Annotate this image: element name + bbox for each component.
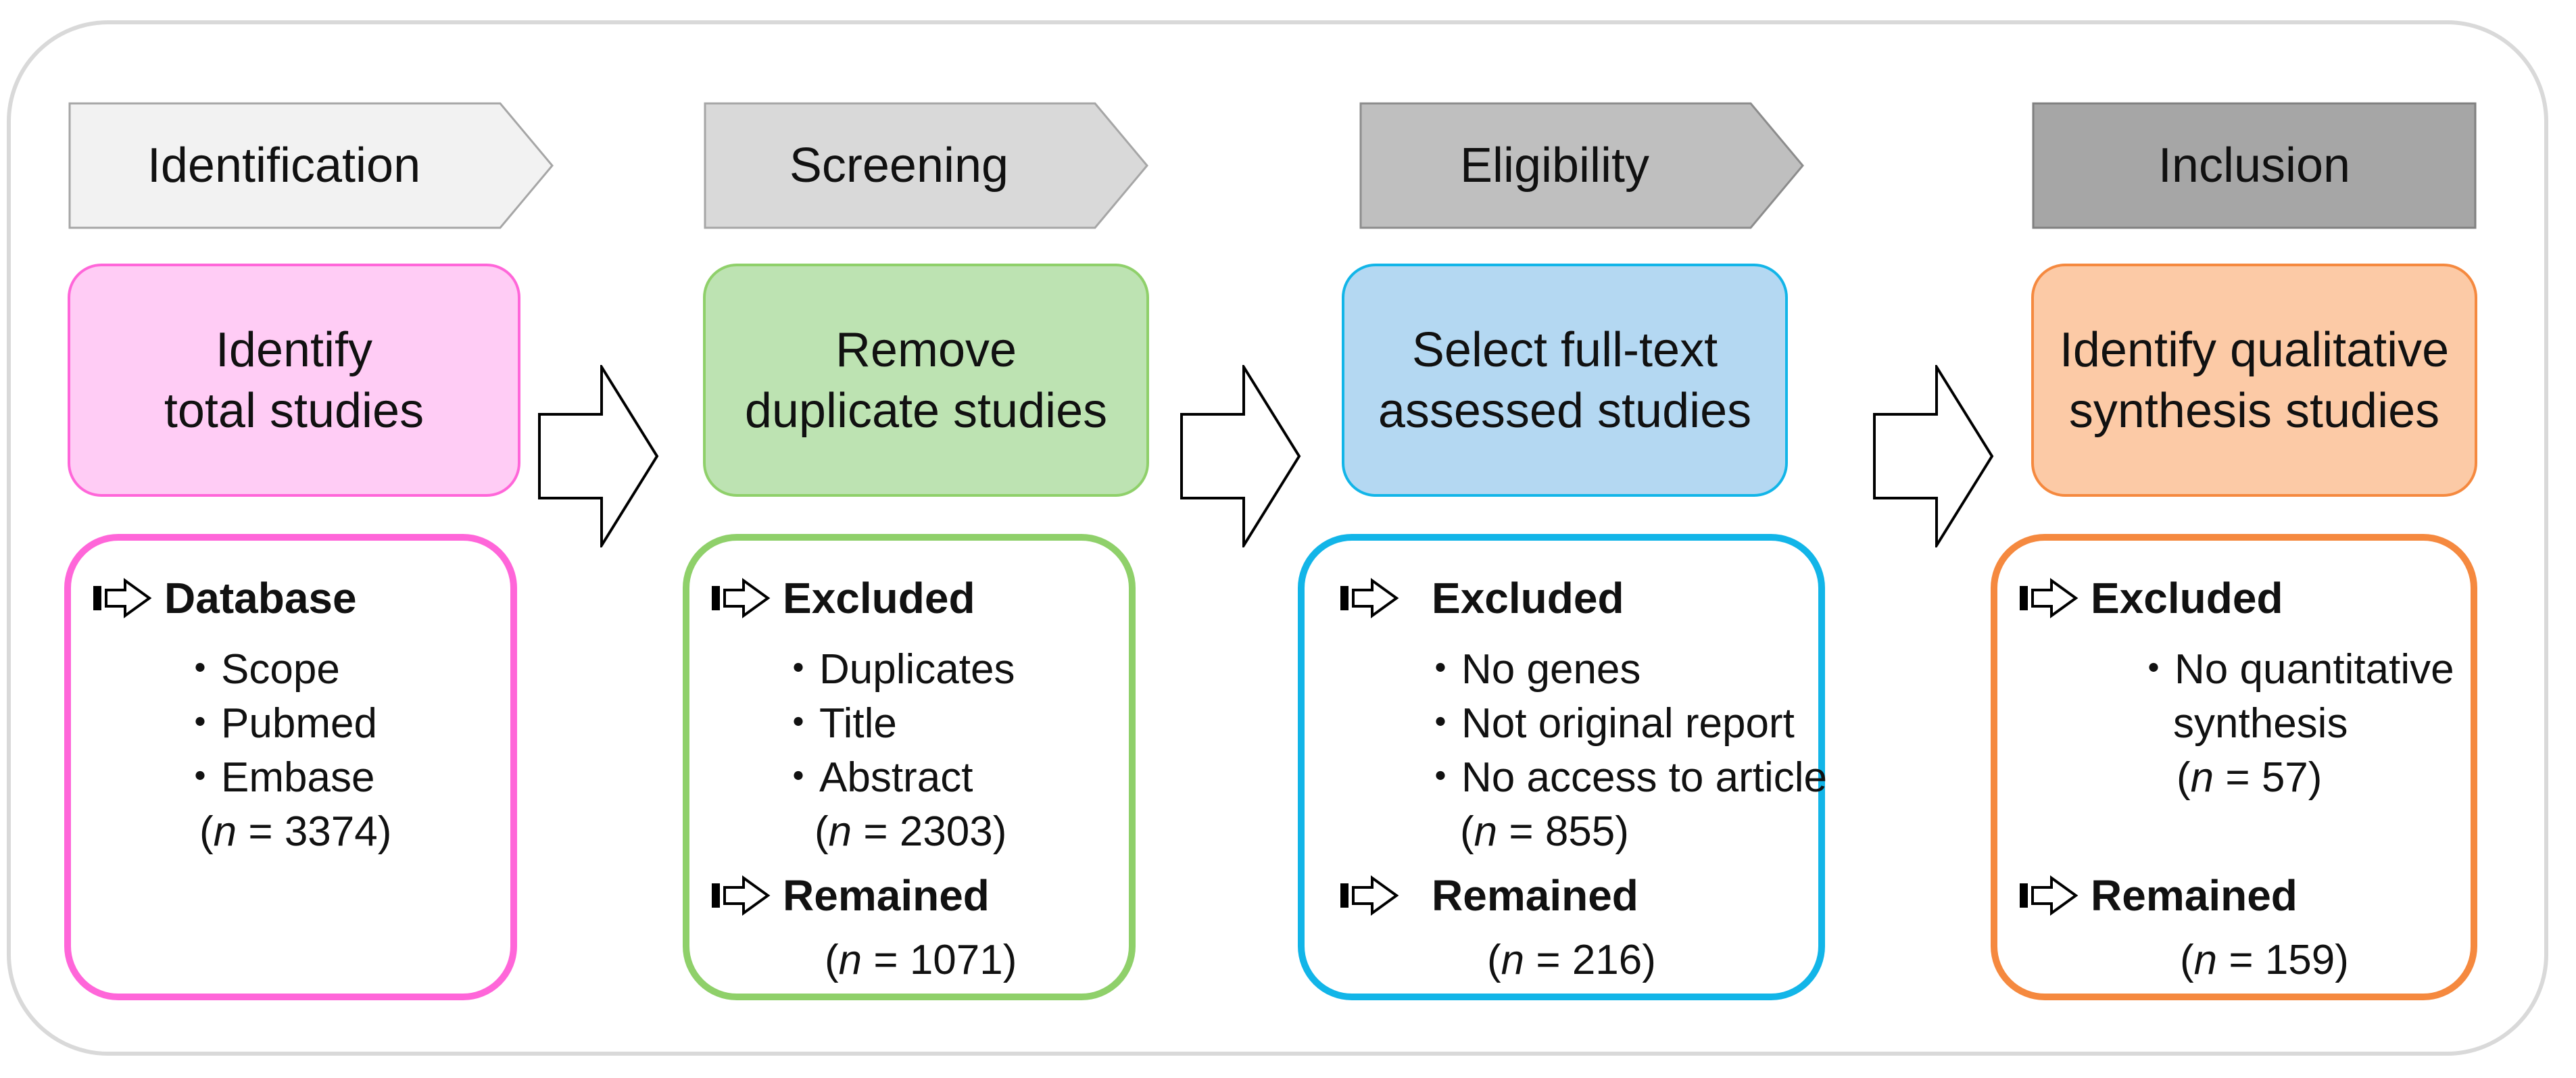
hollow-arrow-icon: [1340, 875, 1399, 916]
box-identify-total: Identify total studies: [68, 264, 520, 497]
phase-identification: Identification: [68, 101, 554, 230]
count-label: (n = 159): [2180, 937, 2349, 983]
section-header: Remained: [710, 868, 990, 923]
list-item: ・No quantitative: [2133, 646, 2454, 693]
detail-eligibility: Excluded ・No genes ・Not original report …: [1298, 534, 1827, 1000]
hollow-arrow-icon: [712, 578, 771, 618]
list-item: ・Abstract: [777, 754, 973, 801]
count-label: (n = 216): [1487, 937, 1656, 983]
box-select-full-text: Select full-text assessed studies: [1342, 264, 1788, 497]
phase-label: Eligibility: [1459, 139, 1650, 193]
arrow-right-icon: [1873, 365, 1994, 547]
phase-eligibility: Eligibility: [1359, 101, 1805, 230]
section-header: Database: [91, 571, 357, 625]
phase-label: Inclusion: [2158, 139, 2351, 193]
box-title-line2: duplicate studies: [744, 383, 1108, 438]
box-title-line2: assessed studies: [1378, 383, 1752, 438]
phase-label: Identification: [147, 139, 421, 193]
detail-inclusion: Excluded ・No quantitative synthesis (n =…: [1991, 534, 2477, 1000]
section-header: Excluded: [1338, 571, 1624, 625]
phase-screening: Screening: [703, 101, 1149, 230]
list-item: ・Embase: [179, 754, 375, 801]
count-label: (n = 57): [2177, 754, 2323, 801]
arrow-right-icon: [1180, 365, 1301, 547]
list-item: ・Not original report: [1419, 700, 1795, 747]
box-identify-qualitative: Identify qualitative synthesis studies: [2031, 264, 2477, 497]
outer-frame: [7, 20, 2548, 1056]
list-item: ・Duplicates: [777, 646, 1015, 693]
box-title-line2: total studies: [164, 383, 424, 438]
count-label: (n = 2303): [815, 808, 1007, 855]
detail-screening: Excluded ・Duplicates ・Title ・Abstract (n…: [683, 534, 1136, 1000]
arrow-right-icon: [538, 365, 659, 547]
box-remove-duplicates: Remove duplicate studies: [703, 264, 1149, 497]
list-item: ・Title: [777, 700, 897, 747]
list-item: synthesis: [2173, 700, 2348, 747]
box-title-line1: Identify: [215, 322, 373, 377]
phase-inclusion: Inclusion: [2031, 101, 2477, 230]
box-title-line1: Identify qualitative: [2059, 322, 2450, 377]
hollow-arrow-icon: [2020, 578, 2079, 618]
hollow-arrow-icon: [93, 578, 152, 618]
list-item: ・Pubmed: [179, 700, 377, 747]
hollow-arrow-icon: [712, 875, 771, 916]
section-header: Excluded: [2018, 571, 2283, 625]
list-item: ・No access to article: [1419, 754, 1827, 801]
hollow-arrow-icon: [2020, 875, 2079, 916]
section-header: Remained: [2018, 868, 2298, 923]
detail-identification: Database ・Scope ・Pubmed ・Embase (n = 337…: [64, 534, 517, 1000]
phase-label: Screening: [789, 139, 1009, 193]
box-title-line1: Remove: [835, 322, 1017, 377]
count-label: (n = 3374): [199, 808, 392, 855]
count-label: (n = 855): [1460, 808, 1629, 855]
list-item: ・Scope: [179, 646, 340, 693]
box-title-line2: synthesis studies: [2068, 383, 2440, 438]
hollow-arrow-icon: [1340, 578, 1399, 618]
section-header: Remained: [1338, 868, 1638, 923]
section-header: Excluded: [710, 571, 975, 625]
box-title-line1: Select full-text: [1411, 322, 1718, 377]
count-label: (n = 1071): [825, 937, 1017, 983]
list-item: ・No genes: [1419, 646, 1641, 693]
